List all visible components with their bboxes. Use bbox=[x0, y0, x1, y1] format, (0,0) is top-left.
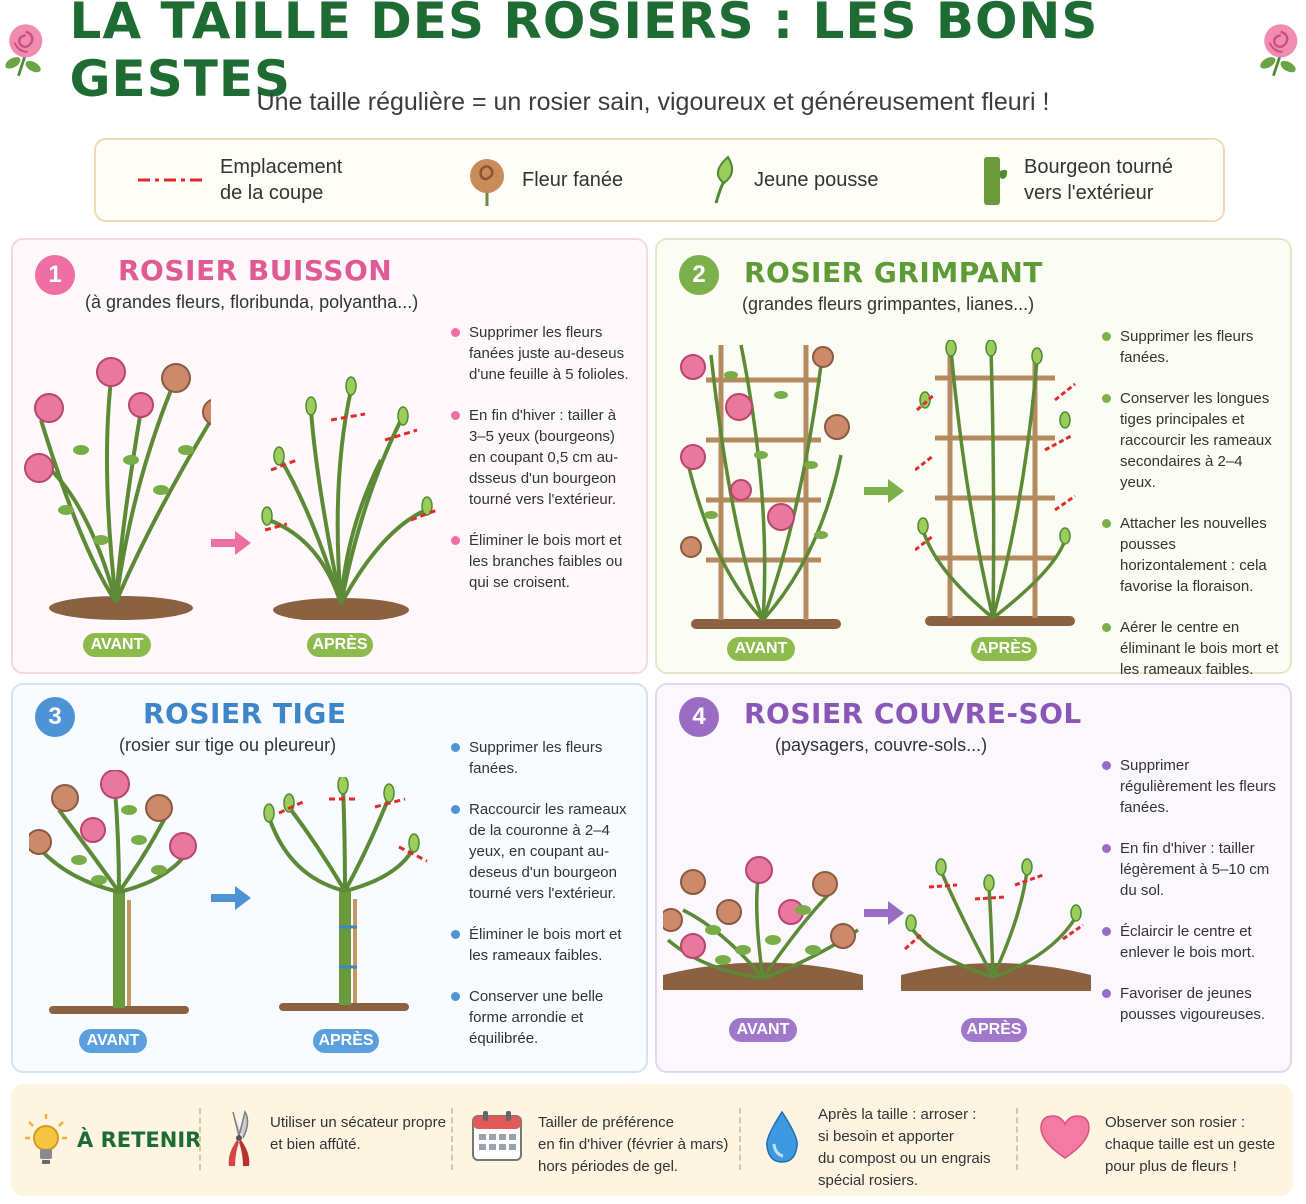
card-title: ROSIER BUISSON bbox=[118, 254, 393, 287]
bullet-item: Supprimer les fleurs fanées. bbox=[451, 737, 631, 779]
rose-bush-before-illustration bbox=[24, 357, 211, 620]
arrow-icon bbox=[864, 901, 904, 925]
before-tag: AVANT bbox=[79, 1029, 147, 1053]
page-header: LA TAILLE DES ROSIERS : LES BONS GESTES bbox=[0, 0, 1306, 108]
climbing-rose-before-illustration bbox=[680, 344, 850, 629]
after-tag: APRÈS bbox=[971, 637, 1037, 661]
card-title: ROSIER TIGE bbox=[143, 697, 347, 730]
bullet-item: Raccourcir les rameaux de la couronne à … bbox=[451, 799, 631, 904]
water-drop-icon bbox=[766, 1110, 798, 1163]
bullet-item: Éliminer le bois mort et les branches fa… bbox=[451, 530, 631, 593]
page-title: LA TAILLE DES ROSIERS : LES BONS GESTES bbox=[69, 0, 1099, 108]
bullet-item: Supprimer régulièrement les fleurs fanée… bbox=[1102, 755, 1282, 818]
before-tag: AVANT bbox=[83, 633, 151, 657]
rose-bush-after-illustration bbox=[261, 376, 438, 620]
tip-text: Observer son rosier : chaque taille est … bbox=[1105, 1114, 1276, 1175]
legend-shoot: Jeune pousse bbox=[706, 155, 976, 205]
divider bbox=[739, 1108, 741, 1170]
rose-icon bbox=[1259, 24, 1297, 77]
remember-banner: À RETENIR Utiliser un sécateur propre et… bbox=[11, 1084, 1293, 1196]
faded-flower-icon bbox=[470, 159, 504, 206]
bullet-item: Conserver une belle forme arrondie et éq… bbox=[451, 986, 631, 1049]
lightbulb-icon bbox=[25, 1114, 67, 1164]
after-tag: APRÈS bbox=[961, 1018, 1027, 1042]
bullet-item: Éclaircir le centre et enlever le bois m… bbox=[1102, 921, 1282, 963]
bullet-item: Favoriser de jeunes pousses vigoureuses. bbox=[1102, 983, 1282, 1025]
bullet-item: Éliminer le bois mort et les rameaux fai… bbox=[451, 924, 631, 966]
climbing-rose-after-illustration bbox=[915, 340, 1076, 626]
card-rosier-grimpant: 2 ROSIER GRIMPANT (grandes fleurs grimpa… bbox=[655, 238, 1292, 678]
card-bullets: Supprimer régulièrement les fleurs fanée… bbox=[1102, 755, 1282, 1045]
legend-cut: Emplacement de la coupe bbox=[136, 154, 466, 206]
tip-text: Après la taille : arroser : si besoin et… bbox=[818, 1106, 991, 1189]
legend-bud: Bourgeon tourné vers l'extérieur bbox=[976, 153, 1173, 207]
bullet-item: Conserver les longues tiges principales … bbox=[1102, 388, 1282, 493]
shoot-icon bbox=[714, 155, 734, 204]
after-tag: APRÈS bbox=[307, 633, 373, 657]
card-number: 2 bbox=[679, 255, 719, 295]
card-subtitle: (à grandes fleurs, floribunda, polyantha… bbox=[85, 292, 419, 312]
pruning-shears-icon bbox=[228, 1110, 250, 1166]
tip-text: Utiliser un sécateur propre et bien affû… bbox=[270, 1114, 446, 1153]
bullet-item: En fin d'hiver : tailler à 3–5 yeux (bou… bbox=[451, 405, 631, 510]
before-tag: AVANT bbox=[729, 1018, 797, 1042]
before-tag: AVANT bbox=[727, 637, 795, 661]
heart-icon bbox=[1040, 1115, 1090, 1159]
divider bbox=[1016, 1108, 1018, 1170]
bullet-item: En fin d'hiver : tailler légèrement à 5–… bbox=[1102, 838, 1282, 901]
divider bbox=[199, 1108, 201, 1170]
card-rosier-couvre-sol: 4 ROSIER COUVRE-SOL (paysagers, couvre-s… bbox=[655, 683, 1292, 1073]
arrow-icon bbox=[211, 886, 251, 910]
card-number: 3 bbox=[35, 697, 75, 737]
card-title: ROSIER COUVRE-SOL bbox=[744, 697, 1082, 730]
divider bbox=[451, 1108, 453, 1170]
remember-title: À RETENIR bbox=[77, 1128, 202, 1152]
card-rosier-buisson: 1 ROSIER BUISSON (à grandes fleurs, flor… bbox=[11, 238, 648, 674]
bullet-item: Aérer le centre en éliminant le bois mor… bbox=[1102, 617, 1282, 680]
ground-cover-before-illustration bbox=[663, 856, 863, 990]
standard-rose-before-illustration bbox=[29, 770, 197, 1014]
card-bullets: Supprimer les fleurs fanées. Conserver l… bbox=[1102, 326, 1282, 700]
arrow-icon bbox=[864, 479, 904, 503]
card-subtitle: (rosier sur tige ou pleureur) bbox=[119, 735, 337, 755]
rose-icon bbox=[5, 24, 43, 77]
card-bullets: Supprimer les fleurs fanées. Raccourcir … bbox=[451, 737, 631, 1069]
bullet-item: Attacher les nouvelles pousses horizonta… bbox=[1102, 513, 1282, 597]
standard-rose-after-illustration bbox=[263, 777, 428, 1011]
after-tag: APRÈS bbox=[313, 1029, 379, 1053]
legend-faded: Fleur fanée bbox=[466, 154, 706, 206]
calendar-icon bbox=[472, 1111, 522, 1161]
ground-cover-after-illustration bbox=[901, 858, 1091, 991]
card-rosier-tige: 3 ROSIER TIGE (rosier sur tige ou pleure… bbox=[11, 683, 648, 1073]
card-bullets: Supprimer les fleurs fanées juste au-des… bbox=[451, 322, 631, 613]
page-subtitle: Une taille régulière = un rosier sain, v… bbox=[256, 88, 1050, 116]
card-title: ROSIER GRIMPANT bbox=[744, 256, 1043, 289]
bullet-item: Supprimer les fleurs fanées. bbox=[1102, 326, 1282, 368]
bullet-item: Supprimer les fleurs fanées juste au-des… bbox=[451, 322, 631, 385]
tip-text: Tailler de préférence en fin d'hiver (fé… bbox=[538, 1114, 729, 1175]
card-subtitle: (paysagers, couvre-sols...) bbox=[775, 735, 988, 755]
card-number: 4 bbox=[679, 697, 719, 737]
cut-line-icon bbox=[138, 178, 204, 182]
card-number: 1 bbox=[35, 255, 75, 295]
arrow-icon bbox=[211, 531, 251, 555]
bud-icon bbox=[984, 157, 1008, 205]
legend: Emplacement de la coupe Fleur fanée Jeun… bbox=[94, 138, 1225, 222]
card-subtitle: (grandes fleurs grimpantes, lianes...) bbox=[742, 294, 1035, 314]
